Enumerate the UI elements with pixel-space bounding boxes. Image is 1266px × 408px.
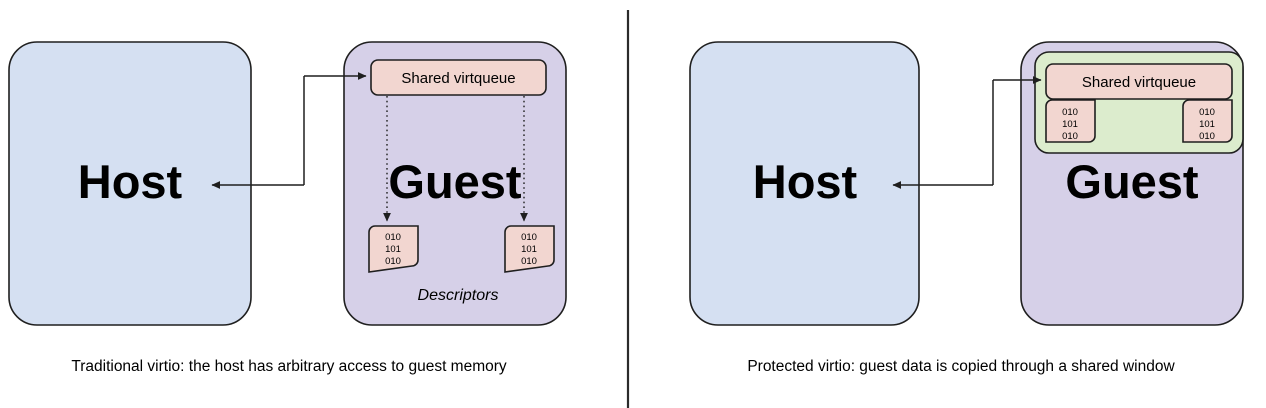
panel-traditional: Host Guest Shared virtqueue 010 101 010 … [8, 41, 567, 375]
virtqueue-shape [370, 59, 547, 96]
descriptor-2-line-1: 010 [1199, 107, 1215, 118]
descriptor-box[interactable]: 010 101 010 [1045, 99, 1096, 143]
descriptor-2-line-2: 101 [1199, 119, 1215, 130]
host-box-protected[interactable]: Host [689, 41, 920, 326]
descriptor-2-shape [1182, 99, 1233, 143]
descriptor-box[interactable]: 010 101 010 [368, 225, 419, 273]
virtqueue-shape [1045, 63, 1233, 100]
panel-caption: Traditional virtio: the host has arbitra… [71, 358, 507, 375]
descriptor-1-shape [368, 225, 419, 273]
panel-protected: Host Guest Shared virtqueue 010 101 010 … [689, 41, 1244, 375]
descriptor-box[interactable]: 010 101 010 [504, 225, 555, 273]
descriptor-1-line-2: 101 [1062, 119, 1078, 130]
host-label: Host [753, 155, 858, 208]
virtqueue-label: Shared virtqueue [1082, 74, 1196, 91]
descriptor-1-line-3: 010 [1062, 131, 1078, 142]
descriptor-2-shape [504, 225, 555, 273]
host-box-traditional[interactable]: Host [8, 41, 252, 326]
virtqueue-label: Shared virtqueue [401, 70, 515, 87]
descriptor-2-line-1: 010 [521, 232, 537, 243]
host-box-shape [689, 41, 920, 326]
descriptor-1-shape [1045, 99, 1096, 143]
descriptor-2-line-3: 010 [521, 256, 537, 267]
guest-label: Guest [388, 155, 522, 208]
descriptors-caption: Descriptors [418, 287, 499, 304]
descriptor-2-line-3: 010 [1199, 131, 1215, 142]
host-box-shape [8, 41, 252, 326]
descriptor-2-line-2: 101 [521, 244, 537, 255]
host-label: Host [78, 155, 183, 208]
descriptor-1-line-3: 010 [385, 256, 401, 267]
descriptor-1-line-1: 010 [385, 232, 401, 243]
panel-caption: Protected virtio: guest data is copied t… [747, 358, 1175, 375]
shared-virtqueue-traditional[interactable]: Shared virtqueue [370, 59, 547, 96]
guest-label: Guest [1065, 155, 1199, 208]
descriptor-box[interactable]: 010 101 010 [1182, 99, 1233, 143]
descriptor-1-line-1: 010 [1062, 107, 1078, 118]
shared-virtqueue-protected[interactable]: Shared virtqueue [1045, 63, 1233, 100]
descriptor-1-line-2: 101 [385, 244, 401, 255]
